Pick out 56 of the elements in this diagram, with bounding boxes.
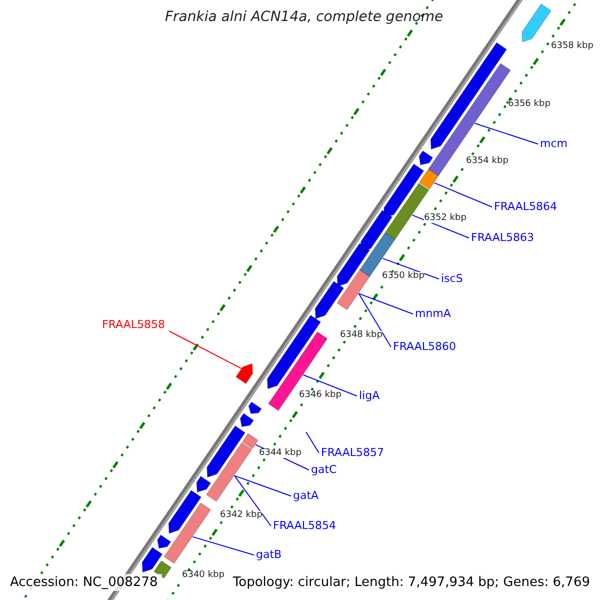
gene-feature	[360, 210, 393, 252]
scale-label: 6354 kbp	[466, 157, 508, 166]
gene-feature	[336, 242, 370, 287]
summary-text: Topology: circular; Length: 7,497,934 bp; Genes: 6,769	[232, 576, 590, 589]
leader-line	[234, 475, 272, 526]
gene-feature	[266, 314, 321, 390]
leader-line	[234, 475, 292, 496]
gene-feature	[206, 425, 246, 478]
gene-bar	[419, 168, 439, 190]
gene-label: FRAAL5858	[102, 319, 166, 330]
title: Frankia alni ACN14a, complete genome	[165, 10, 444, 24]
scale-label: 6342 kbp	[220, 511, 262, 520]
leader-line	[358, 293, 392, 348]
gene-bar	[242, 433, 258, 449]
gene-feature	[142, 546, 163, 573]
gene-feature	[240, 413, 254, 428]
leader-line	[302, 374, 358, 396]
gene-feature	[196, 476, 212, 492]
gene-feature	[384, 164, 424, 218]
leader-line	[358, 293, 414, 314]
gene-feature	[522, 4, 552, 42]
gene-label: gatB	[256, 549, 282, 560]
leader-line	[192, 536, 254, 556]
gene-label: iscS	[441, 273, 463, 284]
gene-label: FRAAL5864	[494, 201, 558, 212]
scale-label: 6352 kbp	[424, 214, 466, 223]
gene-label: mcm	[540, 138, 568, 149]
leader-line	[168, 330, 242, 370]
scale-label: 6344 kbp	[259, 449, 302, 458]
leader-line	[474, 122, 538, 144]
gene-label: FRAAL5854	[273, 520, 336, 531]
scale-label: 6348 kbp	[340, 331, 382, 340]
gene-bar	[336, 270, 370, 310]
leader-line	[434, 182, 492, 208]
gene-label: ligA	[359, 390, 380, 401]
gene-feature	[418, 150, 434, 166]
gene-feature	[168, 490, 202, 534]
gene-feature	[430, 42, 507, 150]
leader-line	[306, 432, 320, 454]
gene-label: gatA	[293, 490, 319, 501]
gene-label: FRAAL5857	[321, 447, 384, 458]
gene-label: mnmA	[415, 308, 451, 319]
gene-feature	[157, 534, 172, 549]
scale-label: 6346 kbp	[299, 391, 342, 400]
scale-label: 6356 kbp	[508, 100, 550, 109]
gene-label: gatC	[311, 464, 337, 475]
scale-label: 6340 kbp	[182, 571, 224, 580]
scale-label: 6350 kbp	[382, 272, 424, 281]
gene-feature	[248, 402, 262, 414]
gene-feature	[314, 280, 344, 319]
leader-line	[412, 214, 470, 238]
scale-label: 6358 kbp	[551, 42, 594, 51]
leader-line	[382, 258, 440, 280]
gene-label: FRAAL5863	[471, 232, 534, 243]
gene-label: FRAAL5860	[393, 341, 456, 352]
gene-feature	[236, 363, 253, 384]
